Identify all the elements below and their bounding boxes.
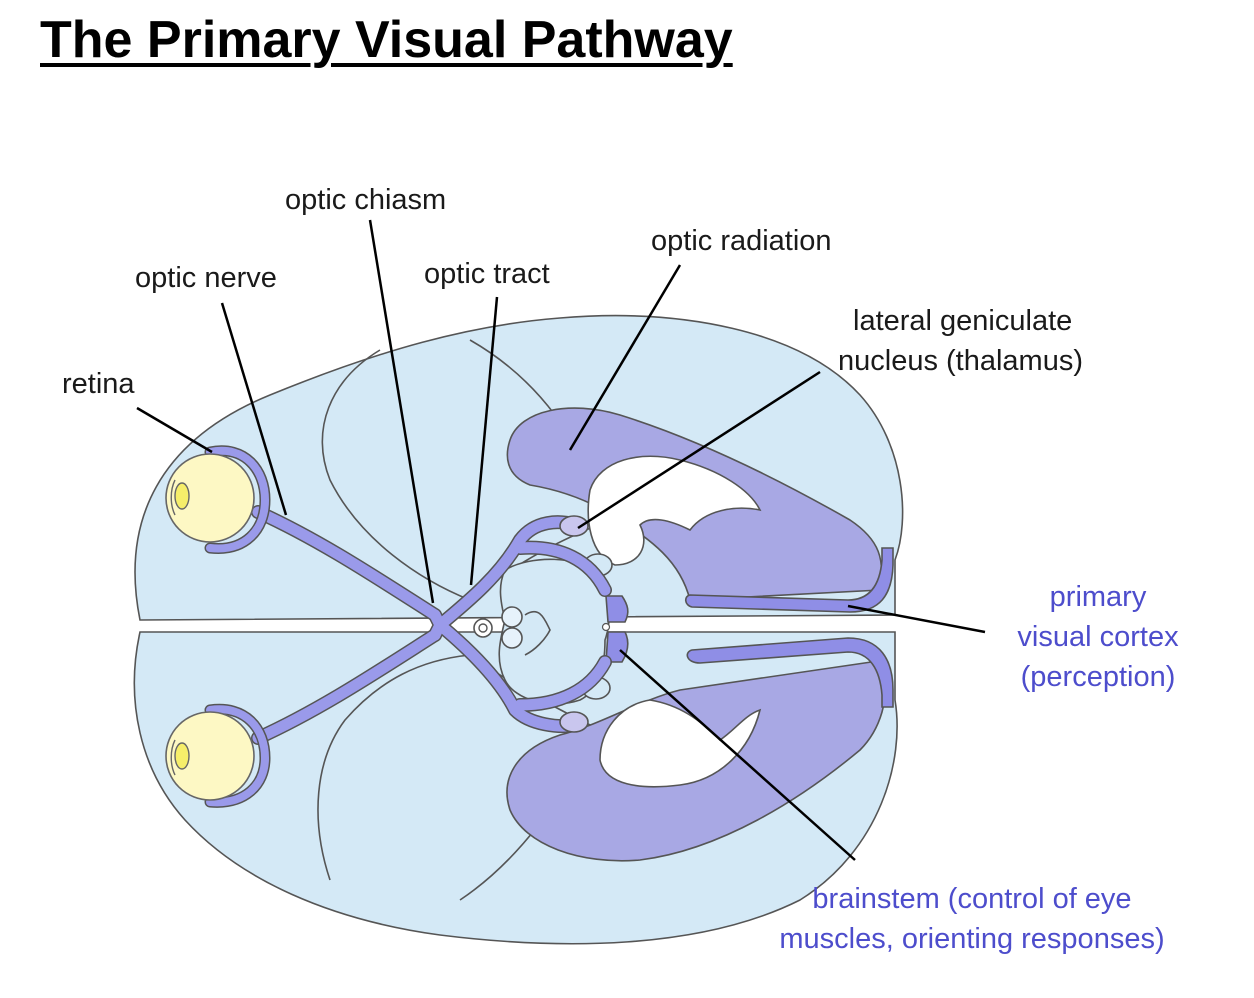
leader-primary-visual-cortex <box>847 604 986 634</box>
leader-optic-tract <box>469 296 499 586</box>
label-lgn-line1: lateral geniculate <box>853 305 1072 337</box>
leader-optic-chiasm <box>368 219 435 604</box>
lens-lower <box>174 742 190 770</box>
page-title: The Primary Visual Pathway <box>40 11 733 69</box>
label-optic-chiasm: optic chiasm <box>285 184 446 216</box>
label-optic-tract: optic tract <box>424 258 550 290</box>
structure-circle-4 <box>478 623 488 633</box>
lgn-upper <box>559 515 589 537</box>
label-retina: retina <box>62 368 135 400</box>
ventricle-upper <box>587 455 762 566</box>
leader-optic-radiation <box>568 264 682 451</box>
label-optic-radiation: optic radiation <box>651 225 832 257</box>
eye-upper <box>165 445 271 554</box>
label-brainstem-line2: muscles, orienting responses) <box>779 923 1164 955</box>
eye-lower <box>165 703 271 808</box>
primary-visual-cortex-lower <box>686 637 894 708</box>
leader-optic-nerve <box>220 302 288 516</box>
label-v1-line1: primary <box>1050 581 1147 613</box>
label-optic-nerve: optic nerve <box>135 262 277 294</box>
ventricle-lower <box>599 699 762 788</box>
leader-brainstem <box>619 649 856 861</box>
label-v1-line3: (perception) <box>1021 661 1176 693</box>
leader-lgn <box>577 370 821 530</box>
structure-circle-1 <box>501 606 523 628</box>
leader-retina <box>136 406 213 454</box>
brainstem-target-lower <box>605 631 629 663</box>
brainstem-target-upper <box>605 595 629 623</box>
primary-visual-cortex-upper <box>684 547 894 613</box>
optic-pathway <box>251 505 612 745</box>
label-brainstem-line1: brainstem (control of eye <box>812 883 1131 915</box>
structure-dot <box>601 622 611 632</box>
structure-circle-2 <box>501 627 523 649</box>
lgn-lower <box>559 711 589 733</box>
label-v1-line2: visual cortex <box>1017 621 1179 653</box>
label-lgn-line2: nucleus (thalamus) <box>838 345 1083 377</box>
lens-upper <box>174 482 190 510</box>
stem-groove <box>524 610 551 656</box>
